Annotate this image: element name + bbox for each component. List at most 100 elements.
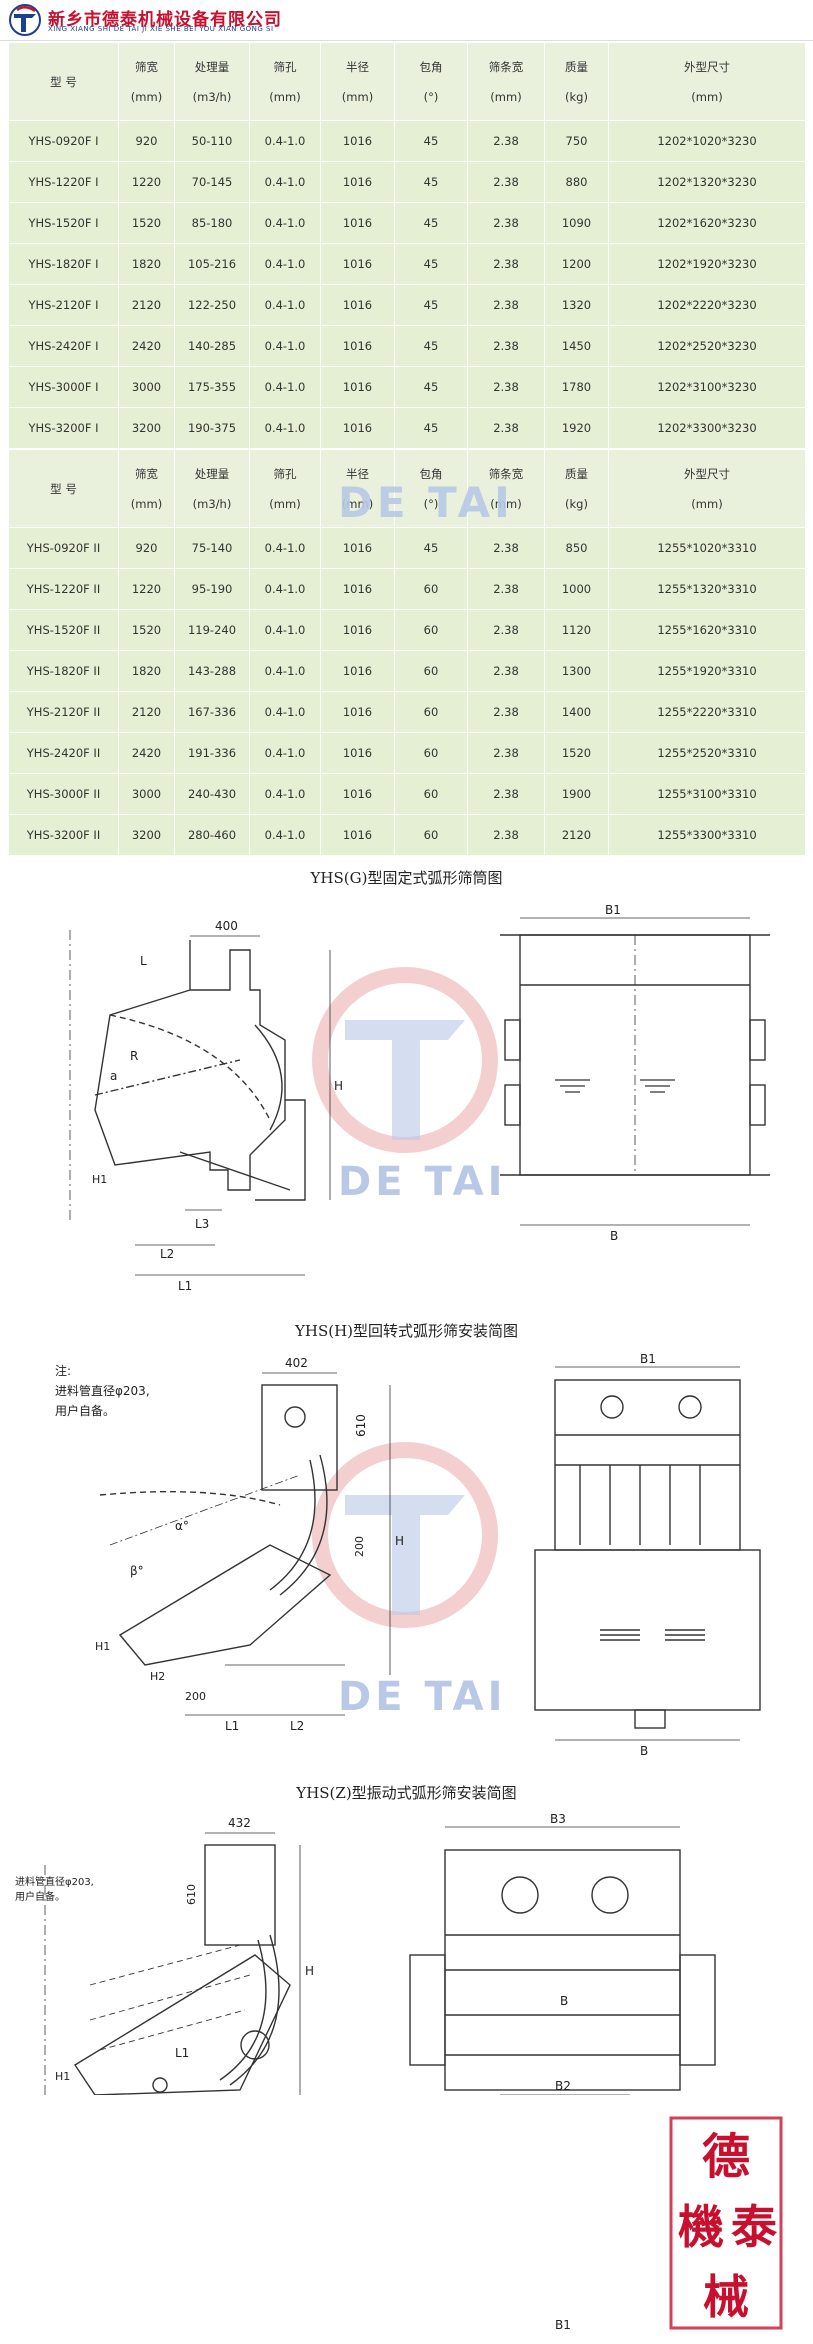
hopper-body bbox=[118, 1544, 332, 1666]
dim-L1: L1 bbox=[225, 1719, 239, 1733]
cell-size: 1202*1620*3230 bbox=[608, 202, 806, 244]
cell-capacity: 240-430 bbox=[174, 773, 250, 815]
cell-mass: 850 bbox=[544, 527, 609, 569]
company-pinyin: XING XIANG SHI DE TAI JI XIE SHE BEI YOU… bbox=[48, 25, 274, 33]
cell-hole: 0.4-1.0 bbox=[249, 161, 321, 203]
cell-hole: 0.4-1.0 bbox=[249, 284, 321, 326]
dim-B: B bbox=[610, 1229, 618, 1243]
inlet-left bbox=[501, 1876, 539, 1914]
cell-model: YHS-3200F II bbox=[8, 814, 119, 856]
inlet-left bbox=[600, 1395, 624, 1419]
cell-width: 920 bbox=[118, 120, 175, 162]
header-hole: 筛孔(mm) bbox=[249, 449, 321, 528]
cell-model: YHS-0920F II bbox=[8, 527, 119, 569]
dim-200-right: 200 bbox=[353, 1536, 366, 1557]
note-line-2: 进料管直径φ203, bbox=[55, 1383, 150, 1398]
dim-B3: B3 bbox=[550, 1812, 566, 1826]
watermark-text: DE TAI bbox=[338, 1674, 506, 1720]
cell-width: 920 bbox=[118, 527, 175, 569]
cell-capacity: 140-285 bbox=[174, 325, 250, 367]
dim-B2: B2 bbox=[555, 2079, 571, 2093]
spray-lines bbox=[89, 1944, 251, 2051]
header-bar: 筛条宽(mm) bbox=[467, 449, 545, 528]
cell-angle: 60 bbox=[394, 568, 468, 610]
cell-radius: 1016 bbox=[320, 814, 395, 856]
cell-hole: 0.4-1.0 bbox=[249, 773, 321, 815]
cell-radius: 1016 bbox=[320, 691, 395, 733]
figure-2-drawing: 注: 进料管直径φ203, 用户自备。 402 610 α° β° 200 H … bbox=[55, 1352, 761, 1758]
cell-hole: 0.4-1.0 bbox=[249, 243, 321, 285]
cell-model: YHS-1220F I bbox=[8, 161, 119, 203]
cell-angle: 45 bbox=[394, 325, 468, 367]
svg-text:泰: 泰 bbox=[731, 2200, 778, 2254]
cell-bar: 2.38 bbox=[467, 527, 545, 569]
cell-model: YHS-1520F I bbox=[8, 202, 119, 244]
cell-bar: 2.38 bbox=[467, 284, 545, 326]
cell-mass: 1900 bbox=[544, 773, 609, 815]
feed-box bbox=[204, 1844, 276, 1946]
header-width: 筛宽(mm) bbox=[118, 449, 175, 528]
cell-capacity: 85-180 bbox=[174, 202, 250, 244]
cell-mass: 1200 bbox=[544, 243, 609, 285]
cell-angle: 60 bbox=[394, 650, 468, 692]
cell-capacity: 122-250 bbox=[174, 284, 250, 326]
header-mass: 质量(kg) bbox=[544, 42, 609, 121]
cell-bar: 2.38 bbox=[467, 814, 545, 856]
cell-hole: 0.4-1.0 bbox=[249, 407, 321, 449]
dim-L1: L1 bbox=[175, 2046, 189, 2060]
side-bracket-right-1 bbox=[749, 1019, 766, 1061]
cell-model: YHS-2420F I bbox=[8, 325, 119, 367]
header-width: 筛宽(mm) bbox=[118, 42, 175, 121]
cell-capacity: 190-375 bbox=[174, 407, 250, 449]
cell-bar: 2.38 bbox=[467, 732, 545, 774]
note-line-3: 用户自备。 bbox=[55, 1403, 115, 1418]
cell-bar: 2.38 bbox=[467, 202, 545, 244]
cell-angle: 45 bbox=[394, 366, 468, 408]
cell-mass: 1000 bbox=[544, 568, 609, 610]
svg-text:械: 械 bbox=[703, 2270, 749, 2324]
watermark-t bbox=[345, 1495, 465, 1615]
screen-arc bbox=[109, 1014, 271, 1121]
cell-radius: 1016 bbox=[320, 366, 395, 408]
cell-mass: 750 bbox=[544, 120, 609, 162]
cell-angle: 45 bbox=[394, 243, 468, 285]
outlet bbox=[634, 1709, 666, 1729]
note-line-2: 用户自备。 bbox=[15, 1890, 65, 1903]
hopper-body bbox=[74, 1954, 291, 2095]
cell-bar: 2.38 bbox=[467, 161, 545, 203]
cell-radius: 1016 bbox=[320, 325, 395, 367]
dim-432: 432 bbox=[228, 1816, 251, 1830]
cell-bar: 2.38 bbox=[467, 609, 545, 651]
dim-400: 400 bbox=[215, 919, 238, 933]
cell-width: 3000 bbox=[118, 366, 175, 408]
cell-radius: 1016 bbox=[320, 407, 395, 449]
cell-size: 1202*3100*3230 bbox=[608, 366, 806, 408]
cell-mass: 1400 bbox=[544, 691, 609, 733]
cell-width: 2420 bbox=[118, 325, 175, 367]
cell-width: 3200 bbox=[118, 814, 175, 856]
figure-3-drawing: 进料管直径φ203, 用户自备。 432 610 H H1 L1 B3 B B2 bbox=[15, 1812, 716, 2095]
dim-B: B bbox=[640, 1744, 648, 1758]
dim-402: 402 bbox=[285, 1356, 308, 1370]
cell-bar: 2.38 bbox=[467, 568, 545, 610]
vibrator-motor bbox=[240, 2030, 270, 2060]
cell-size: 1202*1320*3230 bbox=[608, 161, 806, 203]
header-capacity: 处理量(m3/h) bbox=[174, 449, 250, 528]
table-header-row: 型 号 筛宽(mm) 处理量(m3/h) 筛孔(mm) 半径(mm) 包角(°)… bbox=[8, 42, 806, 121]
dim-H: H bbox=[305, 1964, 314, 1978]
cell-capacity: 75-140 bbox=[174, 527, 250, 569]
dim-H1: H1 bbox=[55, 2070, 70, 2083]
cell-mass: 1120 bbox=[544, 609, 609, 651]
header-model: 型 号 bbox=[8, 42, 119, 121]
screen-curve-inner bbox=[269, 1459, 316, 1591]
cell-capacity: 70-145 bbox=[174, 161, 250, 203]
side-mount-right bbox=[679, 1954, 716, 2066]
cell-angle: 45 bbox=[394, 120, 468, 162]
header-size: 外型尺寸(mm) bbox=[608, 42, 806, 121]
